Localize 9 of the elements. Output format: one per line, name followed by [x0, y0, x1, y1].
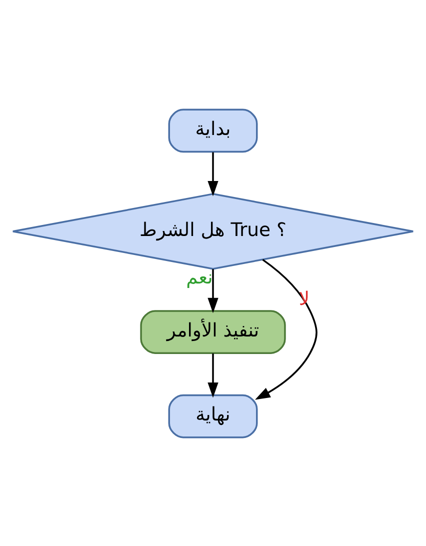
node-box: نهاية [168, 394, 258, 438]
arrow [208, 268, 218, 313]
node-box: تنفيذ الأوامر [140, 310, 286, 354]
arrow [255, 258, 318, 400]
edge-label: نعم [186, 267, 213, 288]
node-box: بداية [168, 108, 258, 152]
node-diamond: هل الشرط True ؟ [12, 192, 414, 270]
arrow [208, 352, 218, 398]
arrow [208, 152, 218, 196]
